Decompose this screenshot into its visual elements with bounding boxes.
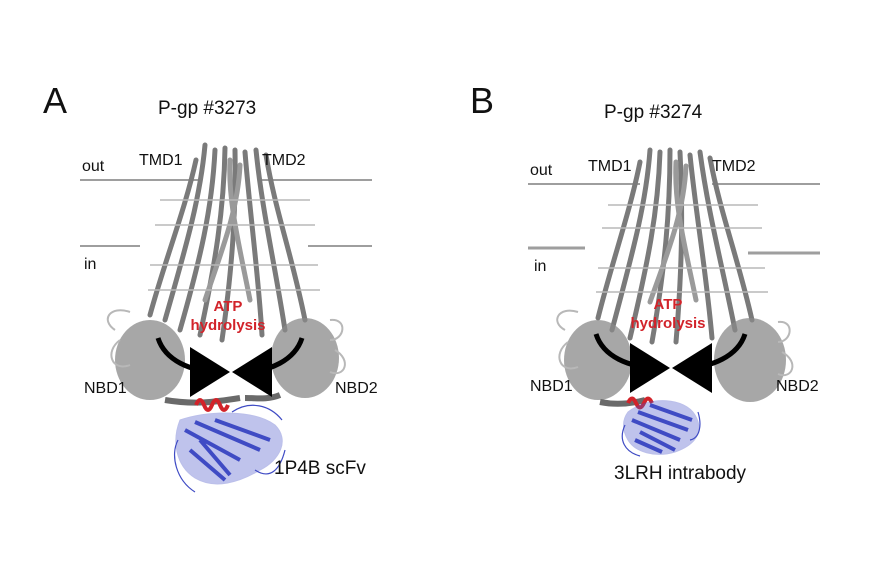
nbd1-label-a: NBD1 xyxy=(84,380,127,397)
in-label-a: in xyxy=(84,256,97,273)
helix-texture-b xyxy=(596,204,768,293)
nbd1-label-b: NBD1 xyxy=(530,378,573,395)
panel-letter-b: B xyxy=(470,80,495,121)
helix-texture-a xyxy=(148,199,320,291)
tmd-helices-a xyxy=(147,142,308,343)
atp-line2-b: hydrolysis xyxy=(630,315,706,332)
in-label-b: in xyxy=(534,258,547,275)
nbd2-domain-a xyxy=(244,318,346,402)
nbd2-label-a: NBD2 xyxy=(335,380,378,397)
atp-hydrolysis-label-b: ATP hydrolysis xyxy=(618,295,718,333)
atp-arrow-right-a xyxy=(232,337,305,397)
tmd2-label-b: TMD2 xyxy=(712,158,756,175)
tmd1-label-b: TMD1 xyxy=(588,158,632,175)
nbd2-domain-b xyxy=(714,318,794,402)
panel-a-artwork xyxy=(80,142,372,493)
out-label-a: out xyxy=(82,158,105,175)
antibody-1p4b-a xyxy=(174,404,286,493)
nbd2-label-b: NBD2 xyxy=(776,378,819,395)
epitope-helix-a xyxy=(194,398,230,412)
epitope-helix-b xyxy=(626,396,654,410)
panel-b-artwork xyxy=(528,147,820,457)
tmd2-label-a: TMD2 xyxy=(262,152,306,169)
atp-arrow-left-a xyxy=(155,337,230,397)
out-label-b: out xyxy=(530,162,553,179)
panel-title-a: P-gp #3273 xyxy=(158,98,257,119)
nbd1-domain-b xyxy=(556,309,646,407)
atp-hydrolysis-label-a: ATP hydrolysis xyxy=(178,297,278,335)
panel-title-b: P-gp #3274 xyxy=(604,102,703,123)
atp-line2-a: hydrolysis xyxy=(190,317,266,334)
atp-arrow-left-b xyxy=(593,333,670,393)
tmd1-label-a: TMD1 xyxy=(139,152,183,169)
panel-letter-a: A xyxy=(43,80,68,121)
antibody-label-b: 3LRH intrabody xyxy=(614,463,747,484)
antibody-3lrh-b xyxy=(621,400,701,457)
atp-line1-a: ATP xyxy=(213,298,243,315)
atp-line1-b: ATP xyxy=(653,296,683,313)
atp-arrow-right-b xyxy=(672,333,748,393)
tmd-helices-b xyxy=(595,147,755,345)
antibody-label-a: 1P4B scFv xyxy=(274,458,366,479)
